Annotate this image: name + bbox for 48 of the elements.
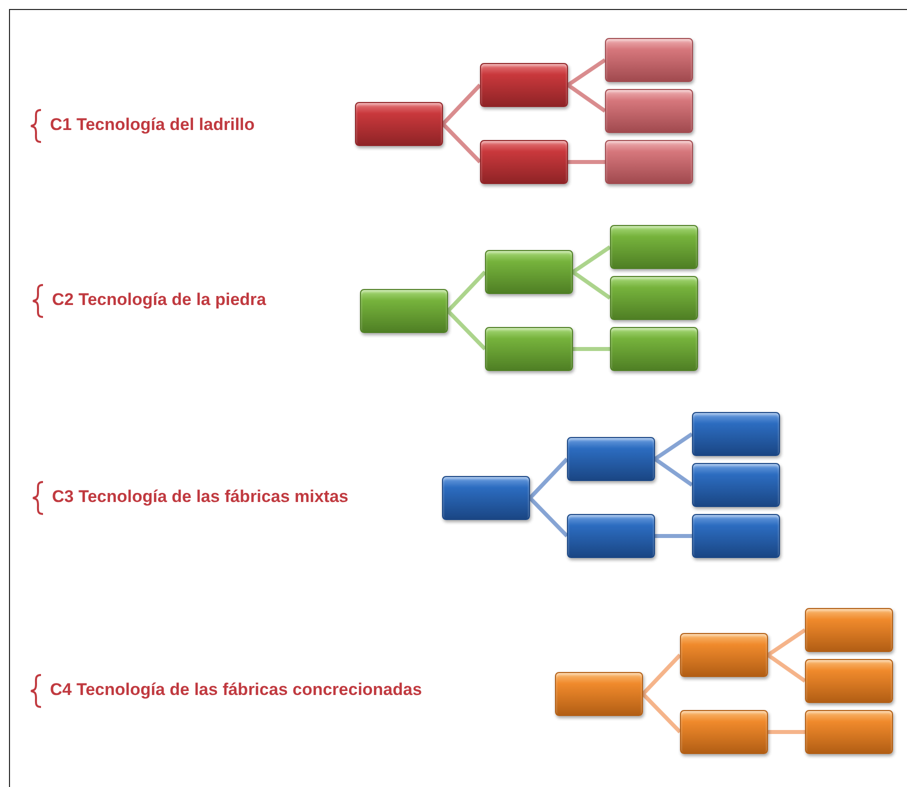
- connector-line: [528, 458, 568, 500]
- tree-box: [805, 608, 893, 652]
- tree-box: [442, 476, 530, 520]
- connector-line: [654, 432, 694, 461]
- tree-box: [485, 327, 573, 371]
- tree-box: [610, 276, 698, 320]
- connector-line: [572, 270, 612, 300]
- tree-box: [360, 289, 448, 333]
- tree-box: [692, 514, 780, 558]
- connector-line: [768, 730, 805, 734]
- connector-line: [642, 692, 682, 734]
- tree-box: [555, 672, 643, 716]
- tree-box: [605, 89, 693, 133]
- tree-box: [605, 38, 693, 82]
- connector-line: [446, 310, 486, 350]
- connector-line: [568, 160, 605, 164]
- connector-line: [446, 270, 486, 312]
- connector-line: [566, 83, 606, 113]
- tree-box: [480, 140, 568, 184]
- category-label: C4 Tecnología de las fábricas concrecionadas: [50, 680, 422, 700]
- tree-box: [805, 710, 893, 754]
- tree-box: [355, 102, 443, 146]
- connector-line: [442, 84, 482, 126]
- tree-box: [605, 140, 693, 184]
- connector-line: [528, 496, 568, 538]
- connector-line: [572, 245, 612, 274]
- connector-line: [766, 628, 806, 657]
- tree-box: [480, 63, 568, 107]
- tree-box: [805, 659, 893, 703]
- tree-box: [680, 633, 768, 677]
- connector-line: [573, 347, 610, 351]
- tree-box: [567, 514, 655, 558]
- connector-line: [642, 654, 682, 696]
- connector-line: [442, 122, 482, 164]
- tree-box: [680, 710, 768, 754]
- tree-box: [567, 437, 655, 481]
- tree-box: [610, 327, 698, 371]
- category-label: C2 Tecnología de la piedra: [52, 290, 266, 310]
- tree-box: [610, 225, 698, 269]
- category-label: C1 Tecnología del ladrillo: [50, 115, 255, 135]
- connector-line: [766, 653, 806, 683]
- tree-box: [692, 463, 780, 507]
- category-label: C3 Tecnología de las fábricas mixtas: [52, 487, 348, 507]
- connector-line: [566, 58, 606, 87]
- connector-line: [655, 534, 692, 538]
- connector-line: [654, 457, 694, 487]
- tree-box: [485, 250, 573, 294]
- tree-box: [692, 412, 780, 456]
